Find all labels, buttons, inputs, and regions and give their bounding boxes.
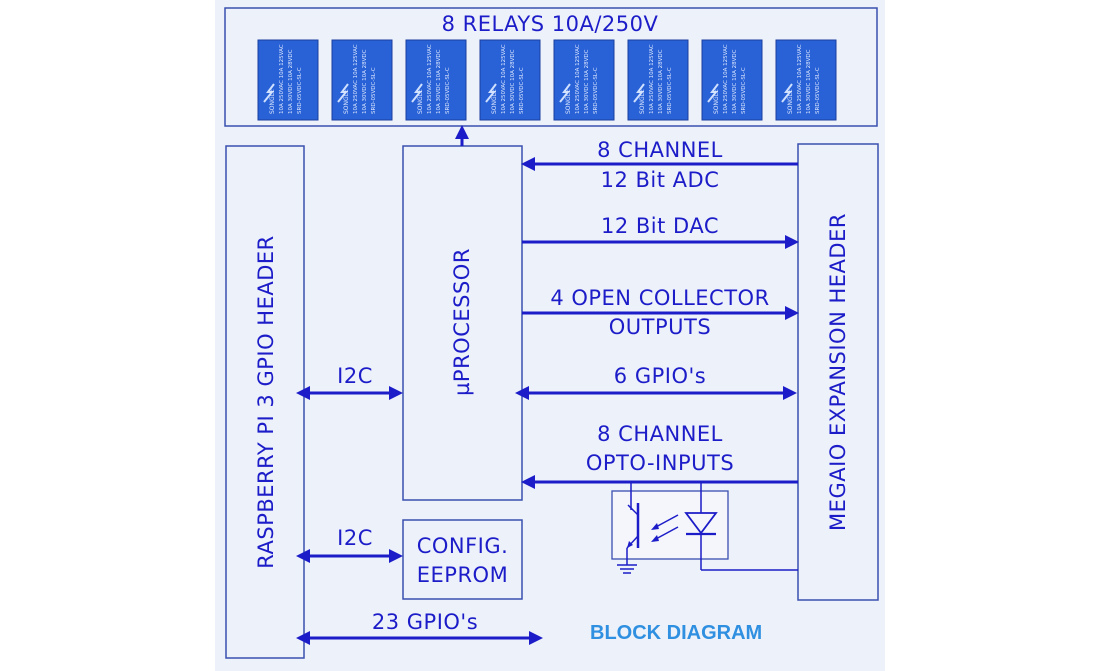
relay-part-text: 10A 30VDC 10A 28VDC [584,49,590,114]
relay-part-text: 10A 30VDC 10A 28VDC [288,49,294,114]
relay-logo-icon [707,83,719,103]
relay-logo-icon [559,83,571,103]
relay-part-text: 10A 250VAC 10A 125VAC [575,44,581,114]
relay-part-text: SONGLE [713,89,720,114]
relay-part-text: 10A 250VAC 10A 125VAC [649,44,655,114]
relay-part-text: SRD-05VDC-SL-C [297,67,303,114]
relay-part-text: 10A 30VDC 10A 28VDC [436,49,442,114]
processor-block [402,145,523,501]
relay-part-text: 10A 250VAC 10A 125VAC [279,44,285,114]
diagram-caption: BLOCK DIAGRAM [590,622,763,644]
rpi-header-block [225,145,305,659]
relay-part-text: 10A 30VDC 10A 28VDC [362,49,368,114]
config-eeprom-block [402,519,523,600]
opto-label-line-1: 8 CHANNEL [597,422,723,446]
relay-part-text: 10A 30VDC 10A 28VDC [510,49,516,114]
relay-part-text: SRD-05VDC-SL-C [519,67,525,114]
megaio-header-label: MEGAIO EXPANSION HEADER [826,213,850,531]
open-collector-label-line-1: 4 OPEN COLLECTOR [550,286,770,310]
optocoupler-icon [611,482,798,574]
opto-label-line-2: OPTO-INPUTS [585,451,735,475]
i2c-processor-label: I2C [337,364,373,388]
dac-label: 12 Bit DAC [600,214,719,238]
relay-logo-icon [633,83,645,103]
relay-part-text: SONGLE [343,89,350,114]
gpio23-label: 23 GPIO's [371,610,479,634]
relay-logo-icon [411,83,423,103]
relay-part-text: SRD-05VDC-SL-C [667,67,673,114]
relay-part-text: 10A 250VAC 10A 125VAC [723,44,729,114]
processor-label: µPROCESSOR [450,248,474,396]
megaio-header-block [797,143,879,601]
relay-logo-icon [263,83,275,103]
config-eeprom-line-2: EEPROM [416,563,509,587]
relay-part-text: SONGLE [491,89,498,114]
relay-logo-icon [781,83,793,103]
config-eeprom-line-1: CONFIG. [416,534,509,558]
rpi-header-label: RASPBERRY PI 3 GPIO HEADER [254,235,278,569]
relay-logo-icon [337,83,349,103]
gpio6-label: 6 GPIO's [613,364,707,388]
relay-part-text: SONGLE [639,89,646,114]
relay-part-text: 10A 250VAC 10A 125VAC [797,44,803,114]
relay-part-text: 10A 250VAC 10A 125VAC [501,44,507,114]
relay-part-text: 10A 30VDC 10A 28VDC [806,49,812,114]
adc-label-line-2: 12 Bit ADC [600,168,720,192]
relay-part-text: 10A 250VAC 10A 125VAC [353,44,359,114]
relays-title: 8 RELAYS 10A/250V [441,12,659,36]
relay-part-text: 10A 250VAC 10A 125VAC [427,44,433,114]
relay-part-text: 10A 30VDC 10A 28VDC [658,49,664,114]
relay-part-text: SRD-05VDC-SL-C [445,67,451,114]
relay-part-text: SRD-05VDC-SL-C [593,67,599,114]
i2c-eeprom-label: I2C [337,526,373,550]
relay-part-text: SRD-05VDC-SL-C [371,67,377,114]
relay-part-text: SONGLE [565,89,572,114]
relay-part-text: SONGLE [787,89,794,114]
relay-part-text: SRD-05VDC-SL-C [741,67,747,114]
adc-label-line-1: 8 CHANNEL [597,138,723,162]
relay-part-text: 10A 30VDC 10A 28VDC [732,49,738,114]
relay-logo-icon [485,83,497,103]
relay-part-text: SONGLE [417,89,424,114]
relay-part-text: SONGLE [269,89,276,114]
relay-part-text: SRD-05VDC-SL-C [815,67,821,114]
open-collector-label-line-2: OUTPUTS [608,315,712,339]
